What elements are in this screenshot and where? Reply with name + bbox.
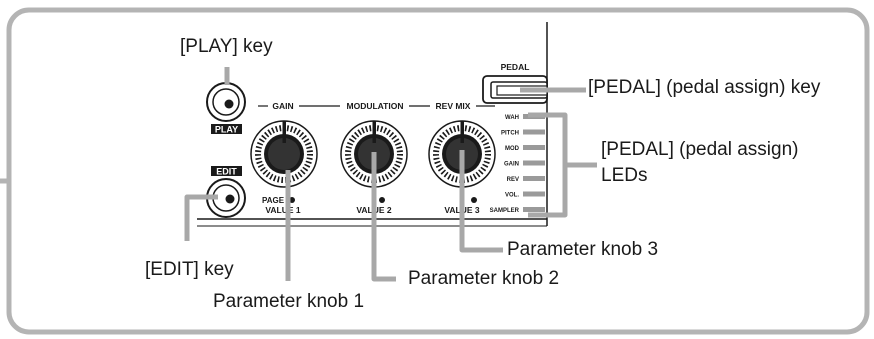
callout-edit-key: [EDIT] key xyxy=(145,259,234,280)
led-label: REV xyxy=(507,177,519,183)
value2-indicator xyxy=(379,197,385,203)
outer-frame xyxy=(6,7,870,335)
leader-edit xyxy=(184,194,218,241)
led-label: PITCH xyxy=(501,131,519,137)
leader-knob2 xyxy=(371,152,396,282)
led-indicator xyxy=(523,176,545,181)
led-indicator xyxy=(523,129,545,135)
play-badge xyxy=(211,124,242,134)
led-indicator xyxy=(523,160,545,166)
led-label: SAMPLER xyxy=(490,208,520,214)
leader-knob3 xyxy=(459,150,503,253)
led-label: VOL. xyxy=(505,193,519,199)
callout-pedal-leds-line2: LEDs xyxy=(601,165,648,186)
led-label: WAH xyxy=(505,115,519,121)
led-indicator xyxy=(523,207,545,212)
led-label: MOD xyxy=(505,146,520,152)
play-key[interactable] xyxy=(206,82,246,122)
pedal-led-list: WAH PITCH MOD GAIN REV VOL. SAMPLER xyxy=(490,114,545,214)
callout-knob2: Parameter knob 2 xyxy=(408,268,560,289)
callout-play-key: [PLAY] key xyxy=(180,36,273,57)
gain-label: GAIN xyxy=(272,101,293,111)
page-label: PAGE xyxy=(262,196,285,205)
edit-badge xyxy=(211,166,242,176)
pedal-label: PEDAL xyxy=(501,62,530,72)
value3-indicator xyxy=(471,197,477,203)
value1-label: VALUE 1 xyxy=(265,205,301,215)
modulation-label: MODULATION xyxy=(347,101,404,111)
led-indicator xyxy=(523,191,545,197)
play-badge-text: PLAY xyxy=(215,125,238,135)
leader-lines xyxy=(184,67,597,282)
callout-knob3: Parameter knob 3 xyxy=(507,239,659,260)
rev-mix-label: REV MIX xyxy=(436,101,471,111)
callout-pedal-key: [PEDAL] (pedal assign) key xyxy=(588,77,821,98)
callout-pedal-leds: [PEDAL] (pedal assign) LEDs xyxy=(601,137,841,189)
edit-key[interactable] xyxy=(206,178,246,218)
led-label: GAIN xyxy=(504,162,519,168)
callout-knob1: Parameter knob 1 xyxy=(213,291,365,312)
parameter-knob-1[interactable] xyxy=(250,120,318,188)
led-indicator xyxy=(523,145,545,150)
callout-pedal-leds-line1: [PEDAL] (pedal assign) xyxy=(601,139,799,160)
edit-badge-text: EDIT xyxy=(216,167,237,177)
